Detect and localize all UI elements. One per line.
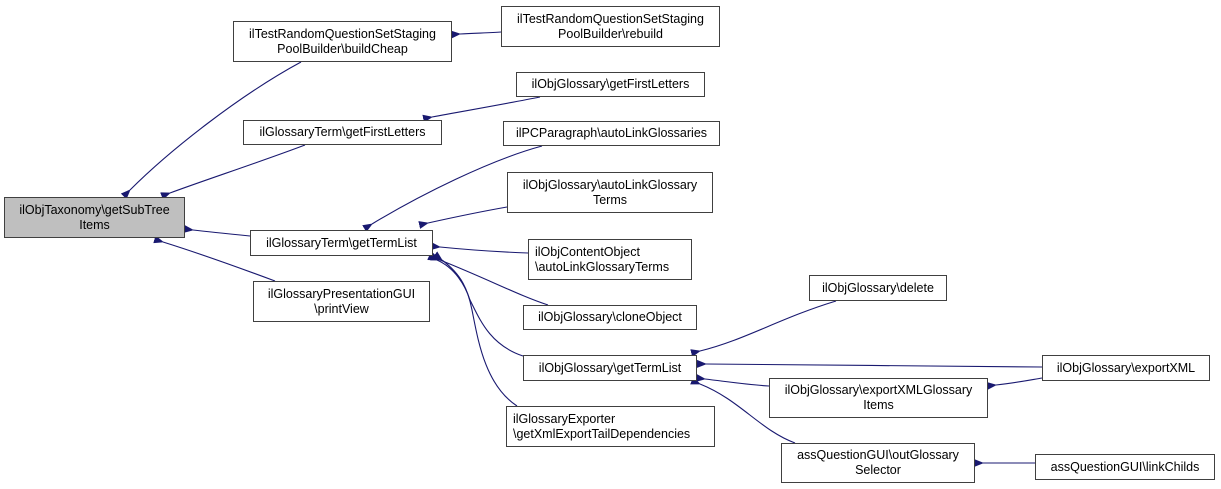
edge-ogFirstLetters-to-gtFirstLetters — [422, 96, 541, 123]
node-gt-term-list[interactable]: ilGlossaryTerm\getTermList — [250, 230, 433, 256]
node-auto-link-glossaries[interactable]: ilPCParagraph\autoLinkGlossaries — [503, 121, 720, 146]
node-label-line: PoolBuilder\buildCheap — [277, 41, 408, 56]
node-label-line: ilObjGlossary\delete — [822, 280, 934, 295]
node-label-line: \getXmlExportTailDependencies — [513, 426, 691, 441]
node-label-line: ilGlossaryPresentationGUI — [267, 286, 416, 301]
node-label-line: PoolBuilder\rebuild — [558, 26, 663, 41]
node-label-line: ilObjGlossary\exportXMLGlossary — [784, 383, 973, 397]
node-co-auto-link[interactable]: ilObjContentObject\autoLinkGlossaryTerms — [528, 239, 692, 280]
edge-coAutoLink-to-gtTermList — [430, 242, 529, 254]
node-label-line: ilObjGlossary\getFirstLetters — [531, 77, 690, 91]
edge-exportXML-to-ogTermList — [696, 359, 1043, 368]
edge-ogTermList-to-gtTermList — [427, 252, 524, 357]
node-link-childs[interactable]: assQuestionGUI\linkChilds — [1035, 454, 1215, 480]
edge-delete-to-ogTermList — [690, 300, 837, 358]
node-label-line: ilGlossaryTerm\getFirstLetters — [259, 125, 426, 139]
edge-exportXML-to-exportXMLItems — [986, 377, 1043, 390]
node-label-line: Selector — [855, 463, 901, 477]
edge-buildCheap-to-root — [120, 61, 302, 200]
node-label-line: ilObjGlossary\autoLinkGlossary — [522, 177, 698, 192]
edge-cloneObject-to-gtTermList — [430, 252, 549, 306]
node-label-line: \autoLinkGlossaryTerms — [535, 259, 670, 274]
node-label-line: ilObjGlossary\getTermList — [538, 360, 682, 375]
node-og-first-letters[interactable]: ilObjGlossary\getFirstLetters — [516, 72, 705, 97]
node-label-line: \printView — [314, 301, 369, 316]
node-label-line: ilTestRandomQuestionSetStaging — [249, 26, 436, 41]
node-label-line: Items — [863, 398, 894, 412]
node-label-line: ilObjGlossary\cloneObject — [538, 310, 682, 324]
node-gt-first-letters[interactable]: ilGlossaryTerm\getFirstLetters — [243, 120, 442, 145]
node-label-line: Items — [79, 217, 110, 232]
node-label-line: ilPCParagraph\autoLinkGlossaries — [515, 126, 708, 140]
edge-ogAutoLink-to-gtTermList — [418, 206, 508, 229]
edge-gtFirstLetters-to-root — [160, 144, 306, 200]
node-label-line: ilObjGlossary\exportXML — [1056, 360, 1196, 375]
edge-gtTermList-to-root — [183, 224, 251, 237]
node-label-line: assQuestionGUI\linkChilds — [1050, 459, 1200, 474]
edge-rebuild-to-buildCheap — [450, 30, 502, 39]
edge-autoLinkGlossaries-to-gtTermList — [362, 145, 543, 233]
node-label-line: Terms — [592, 192, 628, 207]
node-label-line: ilObjTaxonomy\getSubTree — [19, 202, 170, 217]
node-label-line: ilObjContentObject — [535, 244, 640, 259]
edge-printView-to-root — [153, 235, 276, 282]
node-delete[interactable]: ilObjGlossary\delete — [809, 275, 947, 301]
node-label-line: ilTestRandomQuestionSetStaging — [517, 11, 704, 26]
node-og-term-list[interactable]: ilObjGlossary\getTermList — [523, 355, 697, 381]
node-print-view[interactable]: ilGlossaryPresentationGUI\printView — [253, 281, 430, 322]
node-exporter[interactable]: ilGlossaryExporter\getXmlExportTailDepen… — [506, 406, 715, 447]
node-label-line: ilGlossaryTerm\getTermList — [266, 235, 417, 250]
edge-exportXMLItems-to-ogTermList — [695, 373, 770, 387]
node-clone-object[interactable]: ilObjGlossary\cloneObject — [523, 305, 697, 330]
edge-outGlossarySelector-to-ogTermList — [690, 376, 796, 444]
edge-exporter-to-gtTermList — [432, 251, 518, 407]
node-label-line: ilGlossaryExporter — [513, 411, 616, 426]
node-label-line: assQuestionGUI\outGlossary — [797, 448, 959, 462]
node-export-x-m-l[interactable]: ilObjGlossary\exportXML — [1042, 355, 1210, 381]
